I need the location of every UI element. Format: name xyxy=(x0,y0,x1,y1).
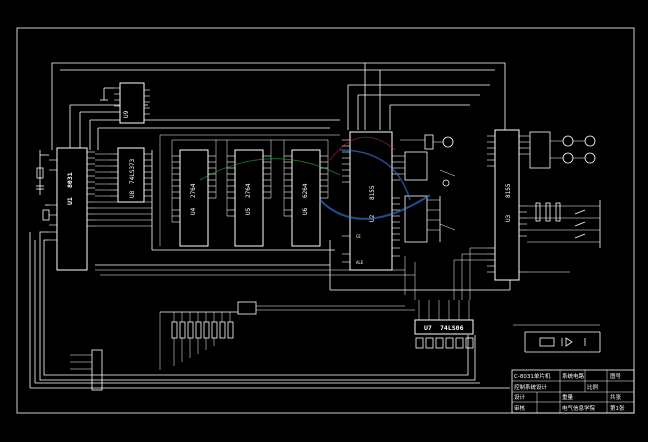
chip-u7: U7 74LS06 xyxy=(414,300,474,349)
tb-subtitle: 控制系统设计 xyxy=(514,383,548,391)
u8-label: U8 xyxy=(129,190,136,198)
tb-sheet: 图号 xyxy=(610,372,622,380)
u3-part: 8155 xyxy=(505,183,512,198)
u3-indicators xyxy=(527,131,596,169)
chip-u2: U2 8155 CE ALE xyxy=(342,131,400,271)
u7-part: 74LS06 xyxy=(440,324,464,332)
tb-school: 电气信息学院 xyxy=(562,404,596,412)
u1-label: U1 xyxy=(66,197,74,205)
tb-ratio: 比例 xyxy=(587,383,599,391)
u2-top-components xyxy=(400,134,454,150)
u3-label: U3 xyxy=(505,214,512,222)
u4-part: 2764 xyxy=(190,183,197,198)
tb-title-a: C-8031单片机 xyxy=(514,372,551,380)
chip-u5: U5 2764 xyxy=(227,149,271,247)
u5-label: U5 xyxy=(245,207,252,215)
u2-part: 8155 xyxy=(369,185,376,200)
chip-u8: U8 74LS373 xyxy=(110,147,152,203)
u5-part: 2764 xyxy=(245,183,252,198)
u4-label: U4 xyxy=(190,207,197,215)
u2-ce-label: CE xyxy=(356,234,361,239)
u8-part: 74LS373 xyxy=(129,158,136,184)
addr-bus-1 xyxy=(95,153,110,197)
tb-sheet-no: 第1张 xyxy=(610,404,625,412)
u1-part: 8031 xyxy=(66,172,74,188)
tb-count: 共张 xyxy=(610,393,622,401)
watermark-arcs xyxy=(199,136,431,220)
u7-label: U7 xyxy=(424,324,432,332)
u6-part: 6264 xyxy=(302,183,309,198)
tb-designer: 设计 xyxy=(514,393,526,401)
bottom-left-connector xyxy=(70,349,103,391)
u3-switch-array xyxy=(527,200,601,273)
u6-label: U6 xyxy=(302,207,309,215)
u2-led-array xyxy=(400,151,456,243)
drawing-border xyxy=(16,27,635,414)
chip-u3: U3 8155 xyxy=(487,129,527,281)
chip-u6: U6 6264 xyxy=(284,149,328,247)
lower-bus xyxy=(29,231,511,389)
title-block: C-8031单片机 系统电路 图号 控制系统设计 比例 设计 重量 共张 审核 … xyxy=(511,369,635,414)
chip-u4: U4 2764 xyxy=(172,149,216,247)
memory-bus xyxy=(95,134,340,251)
chip-u1: U1 8031 xyxy=(49,147,95,271)
tb-checker: 审核 xyxy=(514,404,526,412)
crystal-circuit xyxy=(36,150,50,221)
relay-circuit xyxy=(513,324,601,353)
tb-weight: 重量 xyxy=(562,393,574,401)
u9-label: U9 xyxy=(123,110,130,118)
resistor-ladder xyxy=(159,301,415,370)
chip-u9: U9 xyxy=(100,82,150,124)
u2-ale-label: ALE xyxy=(356,260,364,265)
tb-title-b: 系统电路 xyxy=(562,372,585,380)
